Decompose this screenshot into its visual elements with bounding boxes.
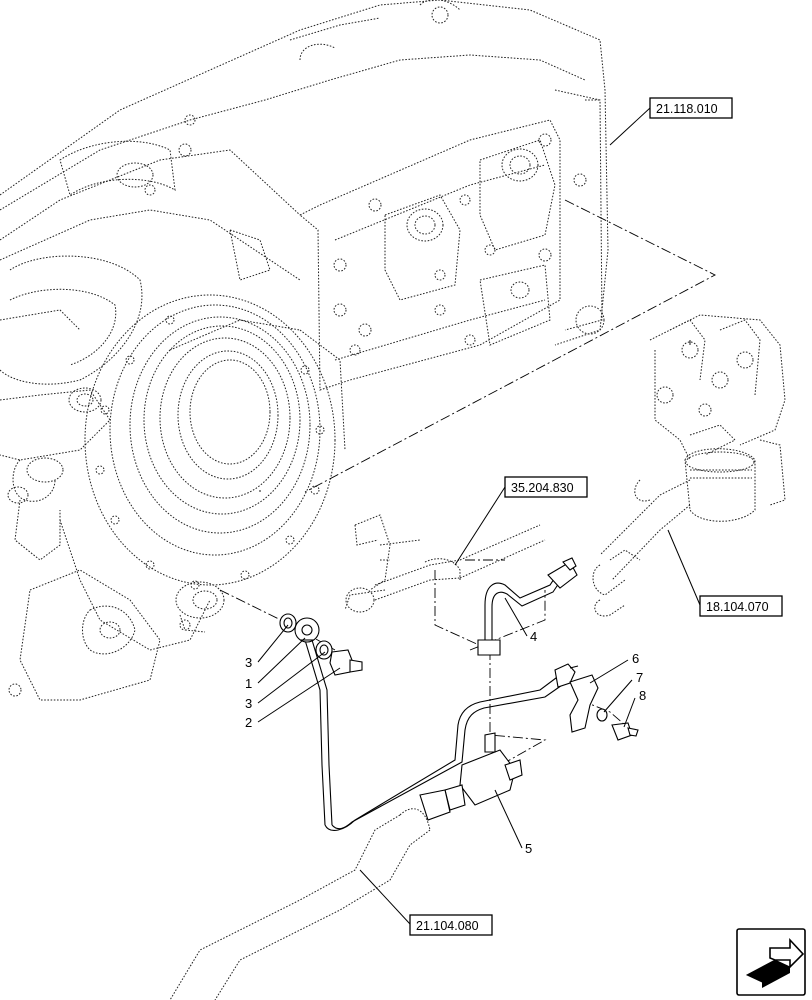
- callout-2: 2: [245, 715, 252, 730]
- ref-label-21-104-080: 21.104.080: [416, 919, 479, 933]
- ref-box-35-204-830[interactable]: 35.204.830: [504, 476, 588, 498]
- callout-6: 6: [632, 651, 639, 666]
- ref-box-21-118-010[interactable]: 21.118.010: [649, 97, 733, 119]
- callout-3-upper: 3: [245, 655, 252, 670]
- next-page-arrow-icon[interactable]: [736, 928, 806, 996]
- ref-label-21-118-010: 21.118.010: [656, 102, 718, 116]
- callout-5: 5: [525, 841, 532, 856]
- panel-bolts: [333, 133, 587, 356]
- callout-4: 4: [530, 629, 537, 644]
- ref-label-35-204-830: 35.204.830: [511, 481, 574, 495]
- ref-box-18-104-070[interactable]: 18.104.070: [699, 595, 783, 617]
- bracket-pipe-ghost: [344, 514, 546, 613]
- callout-1: 1: [245, 676, 252, 691]
- tee-connector: [419, 732, 523, 821]
- callout-3-lower: 3: [245, 696, 252, 711]
- ref-box-21-104-080[interactable]: 21.104.080: [409, 914, 493, 936]
- hydraulic-pipe-assembly: [279, 557, 639, 831]
- ref-label-18-104-070: 18.104.070: [706, 600, 769, 614]
- assembly-centerlines: [219, 199, 716, 806]
- transmission-housing-ghost: [0, 0, 609, 701]
- lower-pipe-ghost: [169, 808, 431, 1000]
- callout-8: 8: [639, 688, 646, 703]
- callout-numbers: 3 1 3 2 4 5 6 7 8: [245, 629, 646, 856]
- rear-flange-ghost: [84, 294, 346, 590]
- filter-assembly-ghost: [592, 314, 786, 617]
- leader-lines: [257, 107, 701, 925]
- drain-boss-ghost: [175, 581, 225, 633]
- callout-7: 7: [636, 670, 643, 685]
